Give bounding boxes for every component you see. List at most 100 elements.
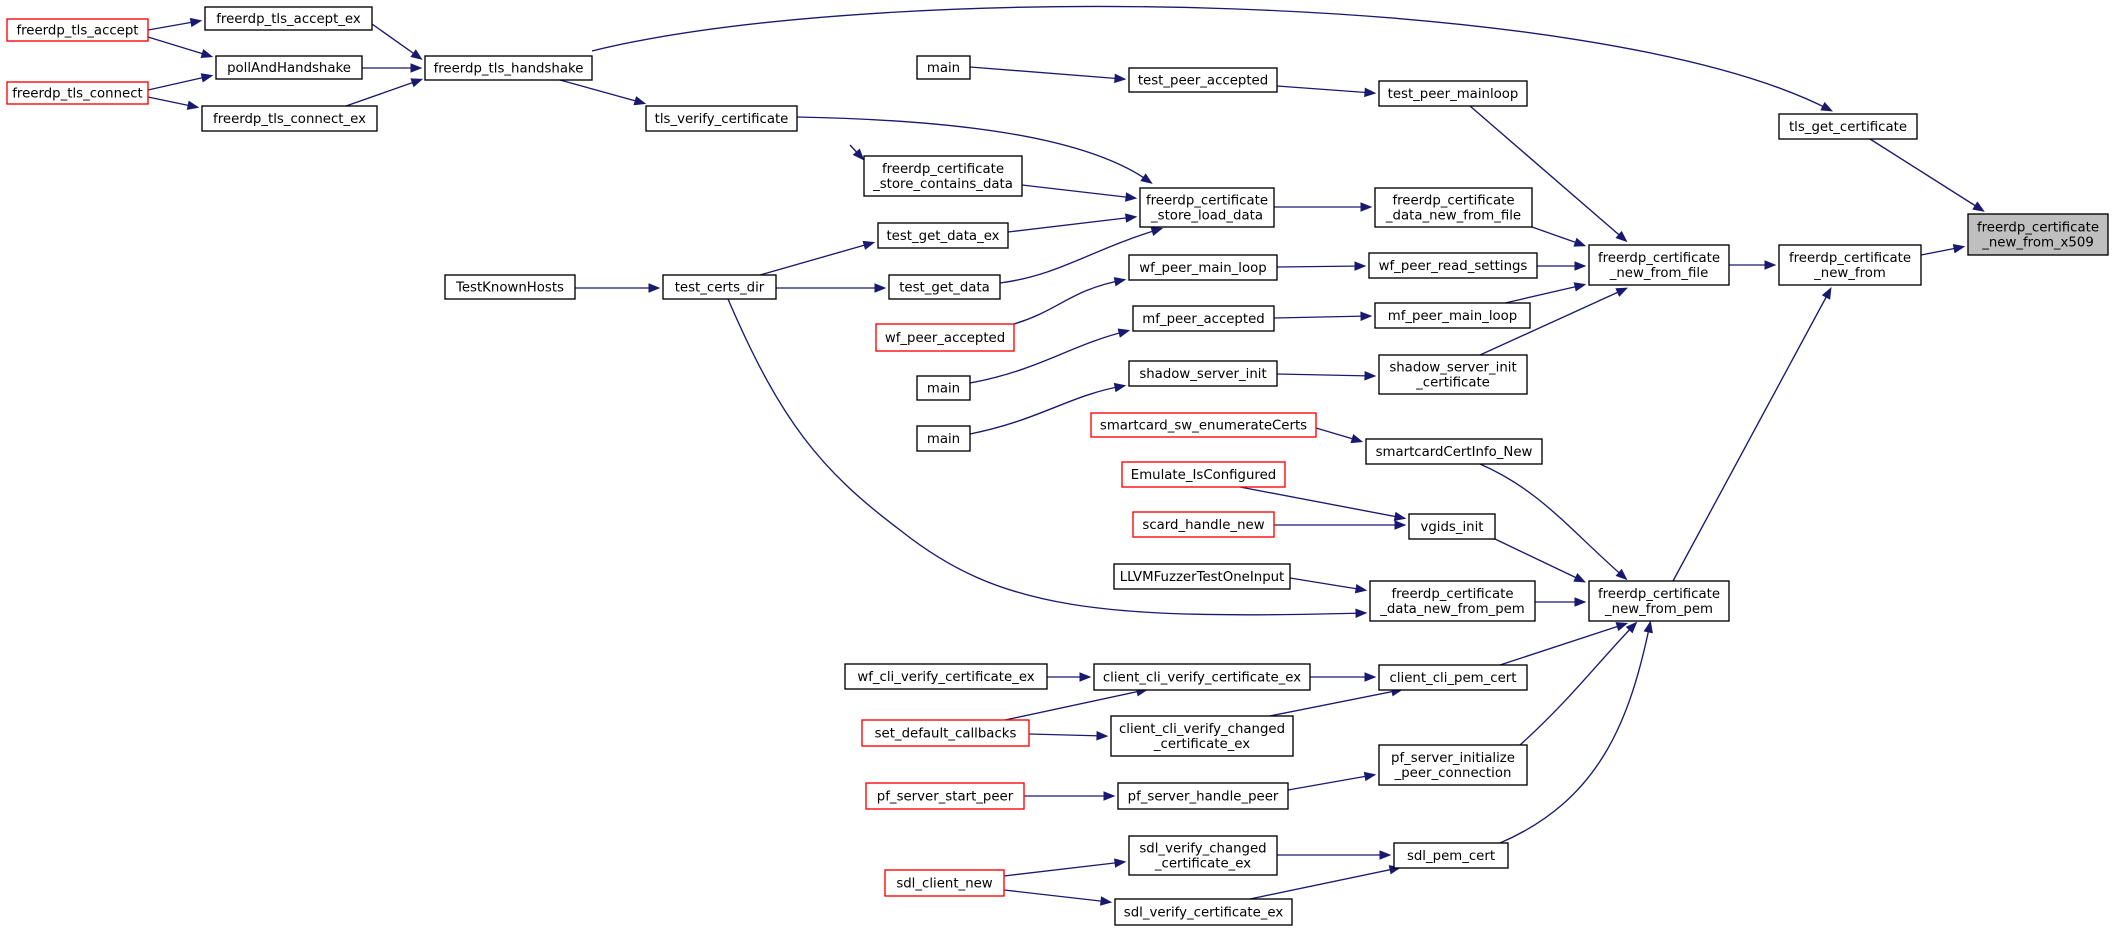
node-box — [916, 55, 971, 80]
node-label: client_cli_pem_cert — [1390, 671, 1517, 686]
node-box — [201, 105, 378, 132]
node-llvmfuzzer[interactable]: LLVMFuzzerTestOneInput — [1113, 563, 1291, 590]
node-label: wf_cli_verify_certificate_ex — [857, 670, 1034, 685]
node-data-new-from-file[interactable]: freerdp_certificate_data_new_from_file — [1374, 187, 1533, 228]
node-mf-peer-accepted[interactable]: mf_peer_accepted — [1132, 305, 1275, 332]
edge-test_get_data-to-store_load — [999, 228, 1161, 284]
node-store-load[interactable]: freerdp_certificate_store_load_data — [1139, 187, 1275, 228]
arrowhead — [1821, 287, 1832, 300]
arrowhead — [1100, 896, 1113, 906]
node-client-cli-pem-cert[interactable]: client_cli_pem_cert — [1378, 664, 1528, 691]
arrowhead — [1125, 192, 1138, 202]
node-tls-verify-cert[interactable]: tls_verify_certificate — [645, 105, 798, 132]
node-test-peer-mainloop[interactable]: test_peer_mainloop — [1378, 80, 1528, 107]
node-label: _data_new_from_file — [1385, 209, 1521, 224]
node-label: pf_server_start_peer — [877, 790, 1014, 805]
node-wf-cli-verify-cert-ex[interactable]: wf_cli_verify_certificate_ex — [844, 663, 1048, 690]
node-new-from-pem[interactable]: freerdp_certificate_new_from_pem — [1588, 580, 1730, 622]
node-testknownhosts[interactable]: TestKnownHosts — [444, 274, 576, 300]
arrowhead — [1079, 672, 1092, 682]
edge-tls_accept-to-pollandhandshake — [147, 36, 211, 57]
node-box — [1121, 461, 1286, 488]
node-data-new-from-pem[interactable]: freerdp_certificate_data_new_from_pem — [1369, 580, 1536, 622]
node-box — [1378, 664, 1528, 691]
node-new-from-x509[interactable]: freerdp_certificate_new_from_x509 — [1967, 213, 2109, 256]
node-box — [6, 18, 149, 42]
edge-test_certs_dir-to-data_new_from_pem — [727, 298, 1365, 616]
node-box — [875, 323, 1015, 352]
edge-tls_handshake-to-tls_verify_cert — [559, 79, 644, 104]
edge-wf_peer_main_loop-to-wf_peer_read_settings — [1276, 265, 1364, 268]
node-mf-peer-main-loop[interactable]: mf_peer_main_loop — [1374, 302, 1531, 329]
arrowhead — [1103, 791, 1116, 801]
node-smartcardcertinfo-new[interactable]: smartcardCertInfo_New — [1365, 438, 1543, 465]
arrowhead — [1573, 237, 1587, 247]
node-pf-server-init-peer-conn[interactable]: pf_server_initialize_peer_connection — [1378, 744, 1528, 786]
node-box — [1117, 782, 1289, 810]
node-shadow-server-init[interactable]: shadow_server_init — [1128, 360, 1278, 387]
node-main1[interactable]: main — [916, 55, 971, 80]
node-set-default-callbacks[interactable]: set_default_callbacks — [861, 719, 1030, 747]
arrowhead — [1140, 173, 1153, 184]
edge-client_cli_pem_cert-to-new_from_pem — [1499, 623, 1626, 666]
edge-sdl_client_new-to-sdl_verify_changed — [1003, 861, 1124, 877]
edge-set_default_callbacks-to-client_cli_verify_cert_ex — [1004, 689, 1146, 721]
node-test-get-data-ex[interactable]: test_get_data_ex — [877, 222, 1009, 249]
node-pf-server-handle-peer[interactable]: pf_server_handle_peer — [1117, 782, 1289, 810]
node-wf-peer-read-settings[interactable]: wf_peer_read_settings — [1368, 252, 1538, 279]
node-vgids-init[interactable]: vgids_init — [1408, 513, 1496, 540]
arrowhead — [1573, 282, 1587, 292]
node-pollandhandshake[interactable]: pollAndHandshake — [215, 55, 363, 80]
node-label: freerdp_tls_connect_ex — [213, 112, 366, 127]
edge-main2-to-mf_peer_accepted — [969, 330, 1128, 384]
node-tls-connect[interactable]: freerdp_tls_connect — [6, 81, 149, 105]
node-tls-accept-ex[interactable]: freerdp_tls_accept_ex — [204, 6, 373, 31]
node-box — [844, 663, 1048, 690]
node-new-from[interactable]: freerdp_certificate_new_from — [1778, 244, 1922, 286]
node-test-get-data[interactable]: test_get_data — [888, 274, 1001, 300]
node-client-cli-verify-cert-ex[interactable]: client_cli_verify_certificate_ex — [1093, 663, 1311, 691]
node-label: Emulate_IsConfigured — [1131, 468, 1276, 483]
node-label: freerdp_certificate — [882, 162, 1004, 177]
node-label: test_peer_accepted — [1138, 74, 1268, 89]
node-new-from-file[interactable]: freerdp_certificate_new_from_file — [1588, 244, 1730, 286]
edge-main3-to-shadow_server_init — [969, 385, 1124, 435]
node-tls-get-certificate[interactable]: tls_get_certificate — [1778, 113, 1918, 140]
node-sdl-client-new[interactable]: sdl_client_new — [884, 869, 1005, 897]
node-label: freerdp_certificate — [1789, 251, 1911, 266]
node-box — [1408, 513, 1496, 540]
node-store-contains[interactable]: freerdp_certificate_store_contains_data — [863, 155, 1023, 197]
node-box — [424, 55, 593, 81]
arrowhead — [410, 49, 423, 60]
node-tls-accept[interactable]: freerdp_tls_accept — [6, 18, 149, 42]
node-box — [1374, 187, 1533, 228]
node-label: tls_verify_certificate — [655, 112, 789, 127]
node-label: freerdp_certificate — [1391, 587, 1513, 602]
node-test-peer-accepted[interactable]: test_peer_accepted — [1128, 67, 1278, 93]
node-sdl-verify-changed[interactable]: sdl_verify_changed_certificate_ex — [1128, 835, 1278, 876]
node-main3[interactable]: main — [916, 425, 971, 452]
node-emulate-isconfigured[interactable]: Emulate_IsConfigured — [1121, 461, 1286, 488]
node-label: _certificate_ex — [1154, 857, 1251, 872]
node-wf-peer-accepted[interactable]: wf_peer_accepted — [875, 323, 1015, 352]
node-label: freerdp_tls_accept — [16, 24, 138, 39]
node-sdl-verify-cert-ex[interactable]: sdl_verify_certificate_ex — [1114, 898, 1293, 926]
node-scard-handle-new[interactable]: scard_handle_new — [1132, 511, 1275, 538]
node-label: main — [927, 382, 960, 397]
node-smartcard-sw-enum[interactable]: smartcard_sw_enumerateCerts — [1090, 412, 1317, 438]
node-client-cli-verify-changed[interactable]: client_cli_verify_changed_certificate_ex — [1110, 715, 1294, 757]
node-shadow-server-init-cert[interactable]: shadow_server_init_certificate — [1378, 354, 1528, 395]
node-tls-connect-ex[interactable]: freerdp_tls_connect_ex — [201, 105, 378, 132]
arrowhead — [874, 283, 887, 293]
arrowhead — [410, 78, 424, 88]
node-main2[interactable]: main — [916, 375, 971, 401]
node-box — [444, 274, 576, 300]
node-wf-peer-main-loop[interactable]: wf_peer_main_loop — [1128, 254, 1278, 281]
node-pf-server-start-peer[interactable]: pf_server_start_peer — [865, 782, 1025, 810]
node-label: _certificate_ex — [1153, 737, 1250, 752]
arrowhead — [1364, 371, 1377, 381]
node-sdl-pem-cert[interactable]: sdl_pem_cert — [1393, 842, 1509, 869]
node-tls-handshake[interactable]: freerdp_tls_handshake — [424, 55, 593, 81]
arrowhead — [1574, 261, 1587, 271]
node-test-certs-dir[interactable]: test_certs_dir — [662, 274, 777, 300]
